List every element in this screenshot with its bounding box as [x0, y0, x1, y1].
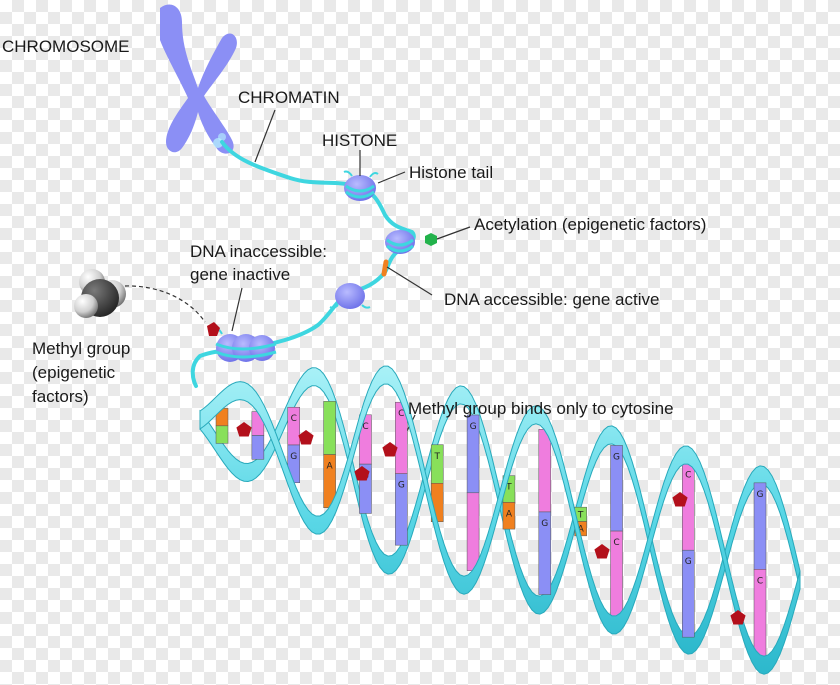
chromosome-label: CHROMOSOME — [2, 37, 130, 56]
methyl-connector-line — [124, 285, 206, 323]
methyl-group-icon — [207, 322, 220, 336]
methyl-on-cytosine-icon-3 — [594, 544, 610, 559]
base-letter-6-top: T — [433, 452, 440, 462]
chromatin-label: CHROMATIN — [238, 88, 340, 107]
base-letter-5-bottom: G — [398, 481, 405, 491]
base-letter-2-bottom: G — [290, 452, 297, 462]
base-letter-2-top: C — [291, 414, 297, 424]
base-pair-13-bottom — [682, 549, 695, 638]
dna-double-helix: CGACGCGTGTAGTAGCCGGC — [199, 365, 801, 675]
base-letter-10-bottom: A — [578, 525, 585, 535]
base-pair-8-bottom — [502, 502, 516, 530]
base-letter-10-top: T — [577, 510, 584, 520]
acetyl-group-icon — [425, 233, 437, 246]
acetylation-label: Acetylation (epigenetic factors) — [474, 215, 706, 234]
dna-accessible-label: DNA accessible: gene active — [444, 290, 659, 309]
base-letter-9-bottom: G — [541, 519, 548, 529]
histone-cluster — [214, 327, 277, 362]
methyl-on-cytosine-icon-0 — [298, 430, 314, 445]
base-pair-9-bottom — [538, 511, 552, 595]
methyl-group-label-line2: (epigenetic — [32, 363, 116, 382]
base-pair-1-bottom — [251, 435, 265, 460]
base-pair-0-bottom — [215, 425, 229, 444]
helix-strand-front — [199, 365, 801, 675]
methyl-group-label-line1: Methyl group — [32, 339, 130, 358]
base-letter-4-top: C — [362, 422, 368, 432]
base-letter-5-top: C — [398, 409, 404, 419]
base-letter-8-top: T — [505, 483, 512, 493]
base-pair-6-top — [430, 444, 444, 484]
base-letter-7-top: G — [470, 422, 477, 432]
methyl-on-cytosine-icon-6 — [236, 422, 252, 437]
base-letter-8-bottom: A — [506, 509, 513, 519]
base-pair-9-top — [538, 429, 552, 513]
base-letter-13-bottom: G — [685, 557, 692, 567]
dna-inaccessible-label-line1: DNA inaccessible: — [190, 242, 327, 261]
base-pair-2-top — [287, 406, 300, 446]
methyl-group-label-line3: factors) — [32, 387, 89, 406]
chromosome-shape — [160, 4, 237, 154]
base-letter-15-bottom: C — [757, 576, 763, 586]
methyl-on-cytosine-icon-2 — [354, 466, 370, 481]
methyl-binds-label: Methyl group binds only to cytosine — [408, 399, 674, 418]
histone-1 — [343, 170, 379, 201]
base-letter-15-top: G — [757, 490, 764, 500]
histone-label: HISTONE — [322, 131, 397, 150]
base-letter-13-top: C — [685, 470, 691, 480]
histone-3 — [329, 283, 371, 309]
base-letter-11-top: G — [613, 452, 620, 462]
base-pair-7-bottom — [466, 492, 480, 571]
base-pair-3-top — [323, 401, 336, 455]
base-pair-5-bottom — [395, 473, 408, 546]
accessible-dna-segment — [381, 259, 389, 277]
base-letter-11-bottom: C — [613, 538, 619, 548]
methyl-on-cytosine-icon-4 — [672, 492, 688, 507]
dna-inaccessible-label-line2: gene inactive — [190, 265, 290, 284]
histone-2 — [385, 230, 415, 254]
methyl-molecule-icon — [74, 269, 126, 318]
histone-tail-label: Histone tail — [409, 163, 493, 182]
methyl-on-cytosine-icon-1 — [382, 442, 398, 457]
methyl-on-cytosine-icon-5 — [730, 610, 746, 625]
base-letter-3-bottom: A — [327, 462, 334, 472]
